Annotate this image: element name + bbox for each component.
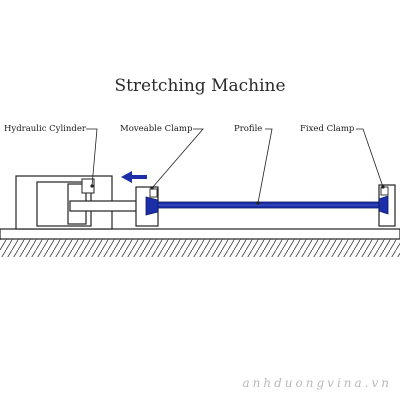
leader-moveable-clamp bbox=[151, 128, 204, 189]
leader-dot-hydraulic-cylinder bbox=[90, 184, 94, 188]
watermark: anhduongvina.vn bbox=[242, 376, 392, 390]
diagram-title: Stretching Machine bbox=[114, 76, 286, 96]
hydraulic-cylinder bbox=[15, 175, 143, 230]
leader-lines bbox=[86, 128, 385, 205]
leader-dot-moveable-clamp bbox=[150, 186, 154, 190]
label-profile: Profile bbox=[234, 124, 263, 134]
leader-hydraulic-cylinder bbox=[86, 128, 98, 187]
leader-profile bbox=[257, 128, 273, 204]
leader-fixed-clamp bbox=[356, 128, 384, 188]
label-hydraulic-cylinder: Hydraulic Cylinder bbox=[4, 124, 86, 134]
leader-dot-fixed-clamp bbox=[381, 185, 385, 189]
pull-direction-arrow bbox=[121, 171, 147, 183]
fixed-clamp-jaw bbox=[378, 195, 389, 215]
moveable-clamp-jaw bbox=[145, 196, 159, 216]
profile bbox=[157, 201, 380, 209]
label-moveable-clamp: Moveable Clamp bbox=[120, 124, 193, 134]
moveable-clamp bbox=[135, 186, 159, 227]
fixed-clamp bbox=[378, 184, 396, 227]
leader-dot-profile bbox=[256, 201, 260, 205]
label-fixed-clamp: Fixed Clamp bbox=[300, 124, 355, 134]
machine-base bbox=[0, 228, 400, 257]
